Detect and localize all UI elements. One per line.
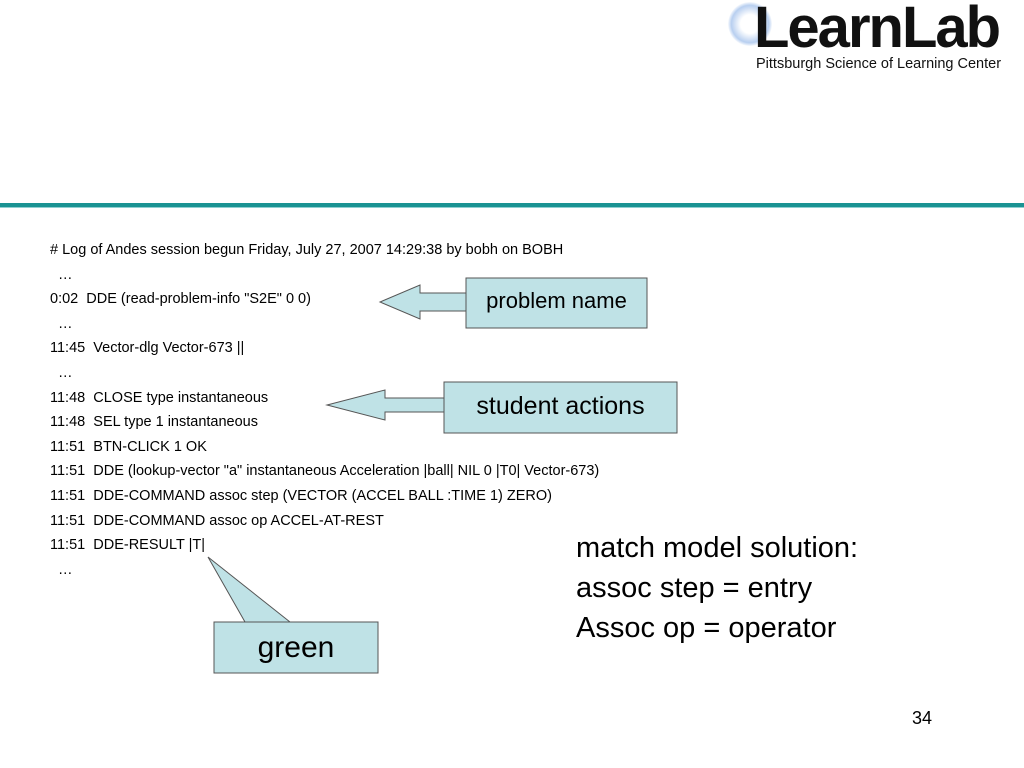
green-label: green xyxy=(257,631,335,664)
learnlab-logo: LearnLab Pittsburgh Science of Learning … xyxy=(728,0,1024,80)
header-divider xyxy=(0,203,1024,208)
log-line: # Log of Andes session begun Friday, Jul… xyxy=(50,242,564,258)
log-line: 11:48 CLOSE type instantaneous xyxy=(50,389,269,406)
green-box xyxy=(213,621,379,674)
logo-subtitle: Pittsburgh Science of Learning Center xyxy=(756,56,1002,72)
log-line: 11:51 DDE (lookup-vector "a" instantaneo… xyxy=(50,463,600,480)
log-line: 11:48 SEL type 1 instantaneous xyxy=(50,414,258,431)
student-actions-box xyxy=(443,381,678,434)
note-line: match model solution: xyxy=(576,532,859,564)
problem-name-arrow xyxy=(378,284,466,320)
page-number: 34 xyxy=(912,708,933,728)
note-line: assoc step = entry xyxy=(576,572,813,604)
problem-name-label: problem name xyxy=(486,288,627,313)
student-actions-arrow xyxy=(325,389,444,421)
log-line: 11:51 DDE-COMMAND assoc op ACCEL-AT-REST xyxy=(50,512,384,529)
logo-glow xyxy=(728,2,772,46)
log-line: … xyxy=(50,315,73,332)
log-line: 11:45 Vector-dlg Vector-673 || xyxy=(50,340,245,357)
log-line: 0:02 DDE (read-problem-info "S2E" 0 0) xyxy=(50,291,311,308)
log-line: … xyxy=(50,364,73,381)
problem-name-box xyxy=(465,277,648,329)
log-line: 11:51 DDE-RESULT |T| xyxy=(50,537,205,554)
session-log: # Log of Andes session begun Friday, Jul… xyxy=(50,240,599,584)
note-line: Assoc op = operator xyxy=(576,612,837,644)
log-line: 11:51 DDE-COMMAND assoc step (VECTOR (AC… xyxy=(50,487,552,504)
log-line: … xyxy=(50,266,73,283)
student-actions-label: student actions xyxy=(476,392,645,420)
log-line: … xyxy=(50,561,73,578)
logo-name: LearnLab xyxy=(754,0,1001,60)
model-solution-note: match model solution: assoc step = entry… xyxy=(576,528,858,648)
log-line: 11:51 BTN-CLICK 1 OK xyxy=(50,438,207,455)
green-pointer xyxy=(207,556,291,623)
